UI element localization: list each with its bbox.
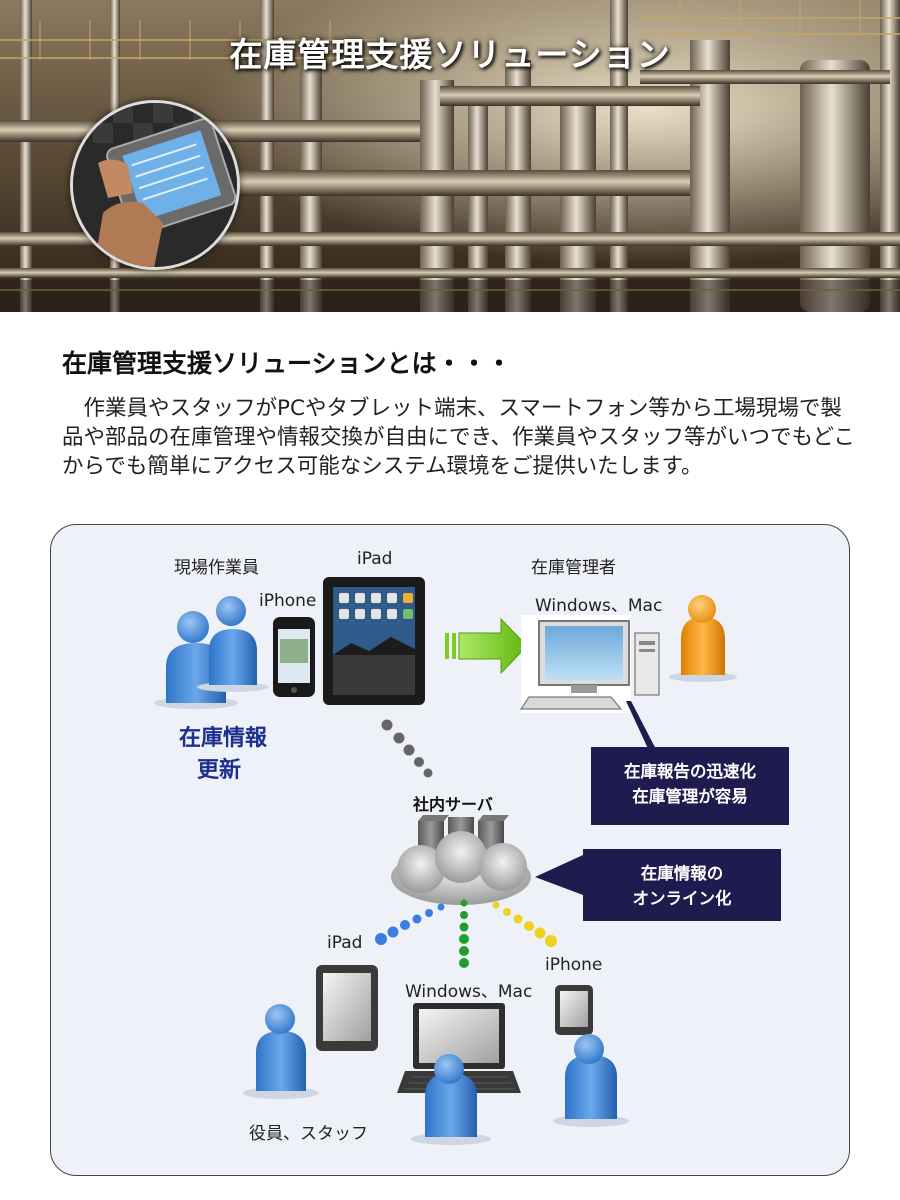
field-worker-icon-back	[197, 596, 269, 692]
callout-report-line1: 在庫報告の迅速化	[624, 762, 756, 781]
field-workers-label: 現場作業員	[174, 558, 259, 578]
manager-device-label: Windows、Mac	[535, 596, 663, 616]
hero-banner: 在庫管理支援ソリューション	[0, 0, 900, 312]
iphone-bottom-label: iPhone	[545, 955, 603, 975]
system-diagram-panel: 現場作業員 iPad iPhone 在庫管理者 Windows、Mac 在庫情報…	[50, 524, 850, 1176]
staff-label: 役員、スタッフ	[249, 1124, 368, 1144]
callout-online-line1: 在庫情報の	[640, 864, 724, 883]
inventory-update-line2: 更新	[197, 758, 242, 783]
callout-online-line2: オンライン化	[632, 889, 732, 908]
windows-bottom-label: Windows、Mac	[405, 982, 533, 1002]
manager-person-icon	[669, 595, 737, 682]
connection-dots-yellow	[492, 901, 557, 947]
system-diagram-graphics	[154, 577, 737, 1145]
staff-person-icon-center	[411, 1054, 491, 1145]
connection-dots-green	[459, 899, 469, 968]
intro-heading: 在庫管理支援ソリューションとは・・・	[62, 349, 512, 378]
desktop-pc-icon	[519, 615, 660, 713]
callout-report-speedup: 在庫報告の迅速化 在庫管理が容易	[591, 747, 789, 825]
connection-dots-grey	[381, 719, 433, 778]
staff-person-icon-right	[553, 1034, 629, 1127]
callout-online: 在庫情報の オンライン化	[583, 849, 781, 921]
server-label: 社内サーバ	[413, 795, 493, 814]
ipad-device-icon-bottom	[316, 965, 378, 1051]
green-arrow-icon	[445, 617, 528, 675]
ipad-device-icon-top	[323, 577, 425, 705]
connection-dots-blue	[375, 903, 445, 945]
intro-body: 作業員やスタッフがPCやタブレット端末、スマートフォン等から工場現場で製品や部品…	[62, 396, 855, 479]
manager-label: 在庫管理者	[531, 558, 616, 578]
ipad-top-label: iPad	[357, 549, 393, 569]
callout-report-line2: 在庫管理が容易	[632, 787, 748, 806]
inventory-update-label: 在庫情報 更新	[179, 723, 267, 787]
iphone-device-icon-bottom	[555, 985, 593, 1035]
tablet-in-hand-photo	[70, 100, 240, 270]
inventory-update-line1: 在庫情報	[179, 726, 268, 751]
cloud-icon	[391, 831, 531, 905]
staff-person-icon-left	[243, 1004, 319, 1099]
ipad-bottom-label: iPad	[327, 933, 363, 953]
iphone-top-label: iPhone	[259, 591, 317, 611]
hero-title: 在庫管理支援ソリューション	[229, 35, 671, 74]
factory-pipes-background	[0, 0, 900, 312]
iphone-device-icon-top	[273, 617, 315, 697]
